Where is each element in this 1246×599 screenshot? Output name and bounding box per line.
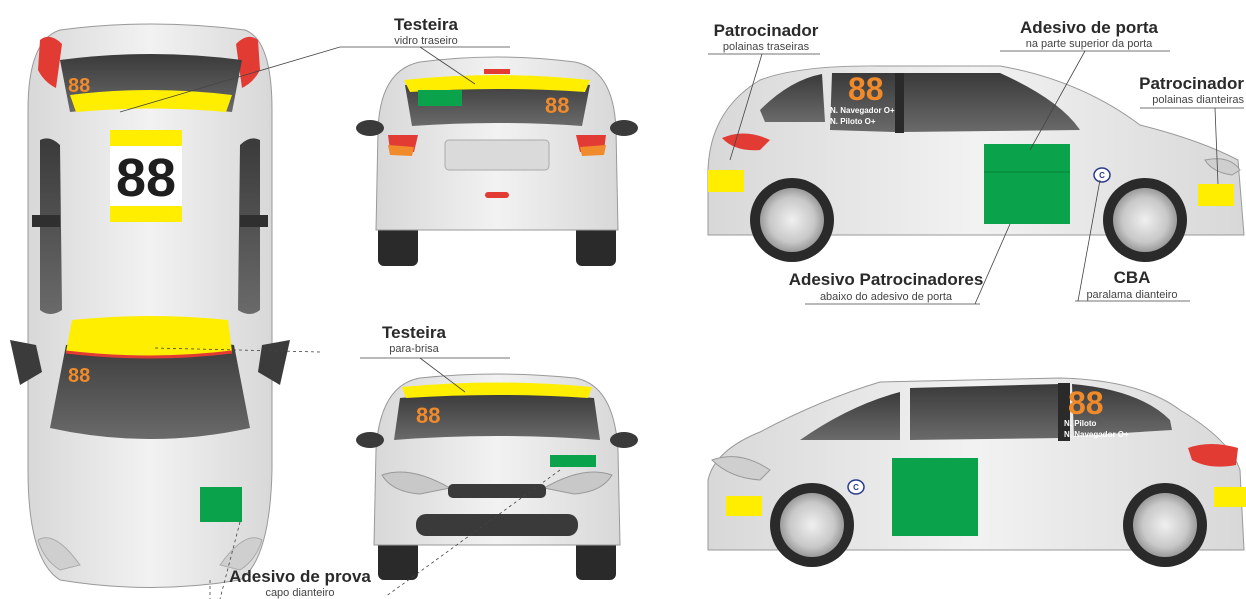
label-cba-sub: paralama dianteiro <box>1086 289 1177 301</box>
label-adesivo-patrocinadores-sub: abaixo do adesivo de porta <box>820 291 953 303</box>
top-hood-sticker <box>200 487 242 522</box>
rear-wheel-icon <box>760 188 824 252</box>
cba-logo-icon: C <box>1094 168 1110 182</box>
top-rear-number: 88 <box>68 75 90 97</box>
left-crew-line1: N. Piloto <box>1064 419 1097 428</box>
label-patrocinador-rear-sub: polainas traseiras <box>723 41 810 53</box>
right-rear-mudflap-sticker <box>708 170 744 192</box>
left-rear-wheel-icon <box>1133 493 1197 557</box>
right-front-mudflap-sticker <box>1198 184 1234 206</box>
label-testeira-front-sub: para-brisa <box>389 343 439 355</box>
left-front-mudflap-sticker <box>726 496 762 516</box>
svg-text:C: C <box>1099 171 1105 180</box>
label-testeira-front-title: Testeira <box>382 323 446 342</box>
cba-logo-left-icon: C <box>848 480 864 494</box>
label-adesivo-porta-title: Adesivo de porta <box>1020 18 1158 37</box>
rear-sticker <box>418 90 462 106</box>
svg-text:C: C <box>853 483 859 492</box>
roof-number: 88 <box>116 148 176 208</box>
right-crew-line2: N. Piloto O+ <box>830 117 876 126</box>
label-adesivo-porta-sub: na parte superior da porta <box>1026 38 1153 50</box>
front-hood-sticker <box>550 455 596 467</box>
front-wheel-icon <box>1113 188 1177 252</box>
label-testeira-rear-sub: vidro traseiro <box>394 35 458 47</box>
right-sponsor-sticker <box>984 144 1070 224</box>
left-rear-mudflap-sticker <box>1214 487 1246 507</box>
label-adesivo-patrocinadores-title: Adesivo Patrocinadores <box>789 270 984 289</box>
label-cba-title: CBA <box>1114 268 1151 287</box>
front-number: 88 <box>416 403 440 428</box>
rear-number: 88 <box>545 93 569 118</box>
left-sponsor-sticker <box>892 458 978 536</box>
right-crew-line1: N. Navegador O+ <box>830 106 895 115</box>
label-patrocinador-front-sub: polainas dianteiras <box>1152 94 1244 106</box>
label-patrocinador-rear-title: Patrocinador <box>714 21 819 40</box>
top-windshield-number: 88 <box>68 365 90 387</box>
label-patrocinador-front-title: Patrocinador <box>1139 74 1244 93</box>
label-adesivo-prova-title: Adesivo de prova <box>229 567 371 586</box>
top-view-car <box>10 24 290 588</box>
left-front-wheel-icon <box>780 493 844 557</box>
label-testeira-rear-title: Testeira <box>394 15 458 34</box>
top-front-testeira <box>66 316 232 357</box>
left-crew-line2: N. Navegador O+ <box>1064 430 1129 439</box>
front-view-car <box>356 374 638 580</box>
left-door-number: 88 <box>1068 385 1104 421</box>
right-door-number: 88 <box>848 71 884 107</box>
label-adesivo-prova-sub: capo dianteiro <box>265 587 334 599</box>
